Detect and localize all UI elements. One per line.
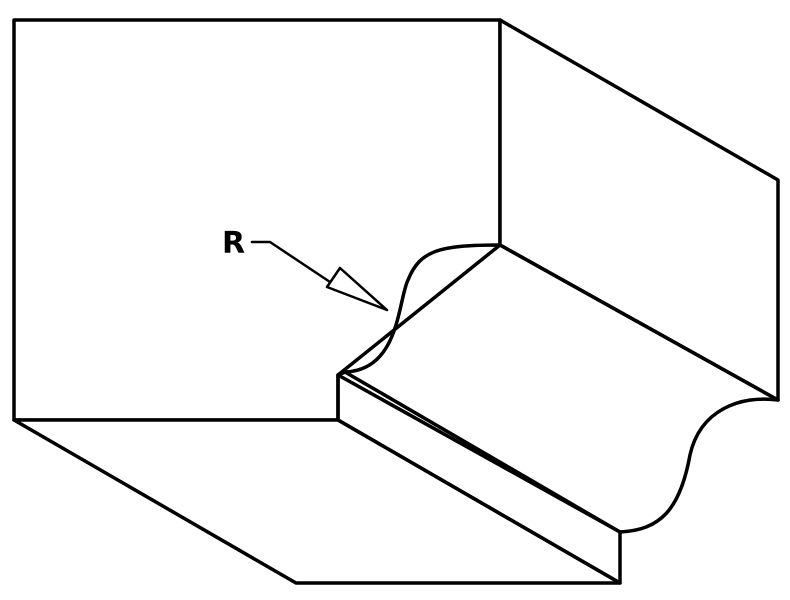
molding-front-strip	[336, 370, 622, 585]
floor-plane	[12, 418, 622, 585]
radius-leader-line	[250, 240, 332, 284]
back-wall	[12, 18, 502, 422]
right-wall	[498, 18, 780, 402]
radius-label: R	[222, 226, 245, 261]
radius-arrowhead	[325, 266, 389, 312]
molding-profile-face	[336, 243, 780, 534]
